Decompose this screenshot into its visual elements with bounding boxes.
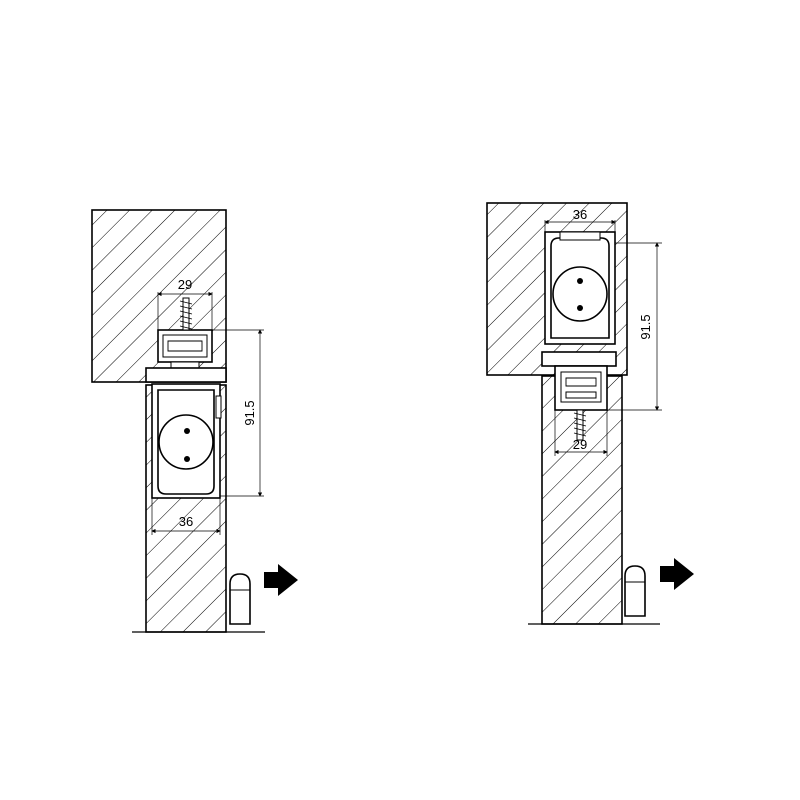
left-dim-top-label: 29: [178, 277, 192, 292]
left-floor-stop-icon: [229, 573, 251, 625]
left-dim-height: 91.5: [212, 329, 264, 497]
right-dim-height: 91.5: [607, 242, 662, 411]
right-view: 36 91.5 29: [486, 202, 694, 625]
right-screw-icon: [573, 409, 587, 441]
left-dim-top: 29: [157, 277, 213, 330]
right-dim-top-label: 36: [573, 207, 587, 222]
left-view: 29 91.5 36: [91, 209, 298, 633]
right-arrow-right-icon: [660, 558, 694, 590]
left-closer-body: [145, 367, 227, 499]
right-dim-top: 36: [544, 207, 616, 232]
right-floor-stop-icon: [624, 565, 646, 617]
left-slide-rail: [157, 329, 213, 369]
left-dim-bottom: 36: [151, 498, 221, 535]
right-dim-height-label: 91.5: [638, 314, 653, 339]
left-dim-bottom-label: 36: [179, 514, 193, 529]
right-slide-rail: [554, 365, 608, 411]
left-arrow-right-icon: [264, 564, 298, 596]
right-dim-bottom: 29: [554, 410, 608, 456]
right-dim-bottom-label: 29: [573, 437, 587, 452]
left-screw-icon: [179, 297, 193, 331]
left-dim-height-label: 91.5: [242, 400, 257, 425]
right-closer-body: [541, 231, 617, 367]
